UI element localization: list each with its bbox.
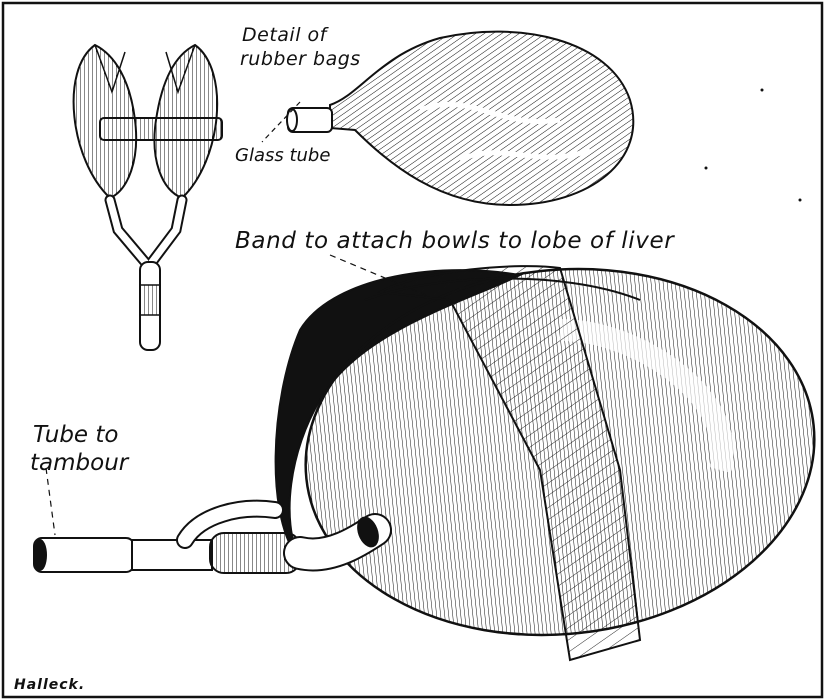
small-assembly-figure [74,45,222,350]
label-band: Band to attach bowls to lobe of liver [235,228,674,254]
label-tambour: tambour [30,450,128,476]
tambour-tube [34,538,134,572]
label-tube-to: Tube to [33,422,118,448]
label-glass-tube: Glass tube [235,145,330,166]
artist-signature: Halleck. [14,677,85,693]
small-band [100,118,222,140]
main-bowl-figure [276,244,825,660]
rubber-bag [330,32,633,205]
label-rubber-bags: rubber bags [240,48,361,70]
label-detail-of: Detail of [242,24,327,46]
